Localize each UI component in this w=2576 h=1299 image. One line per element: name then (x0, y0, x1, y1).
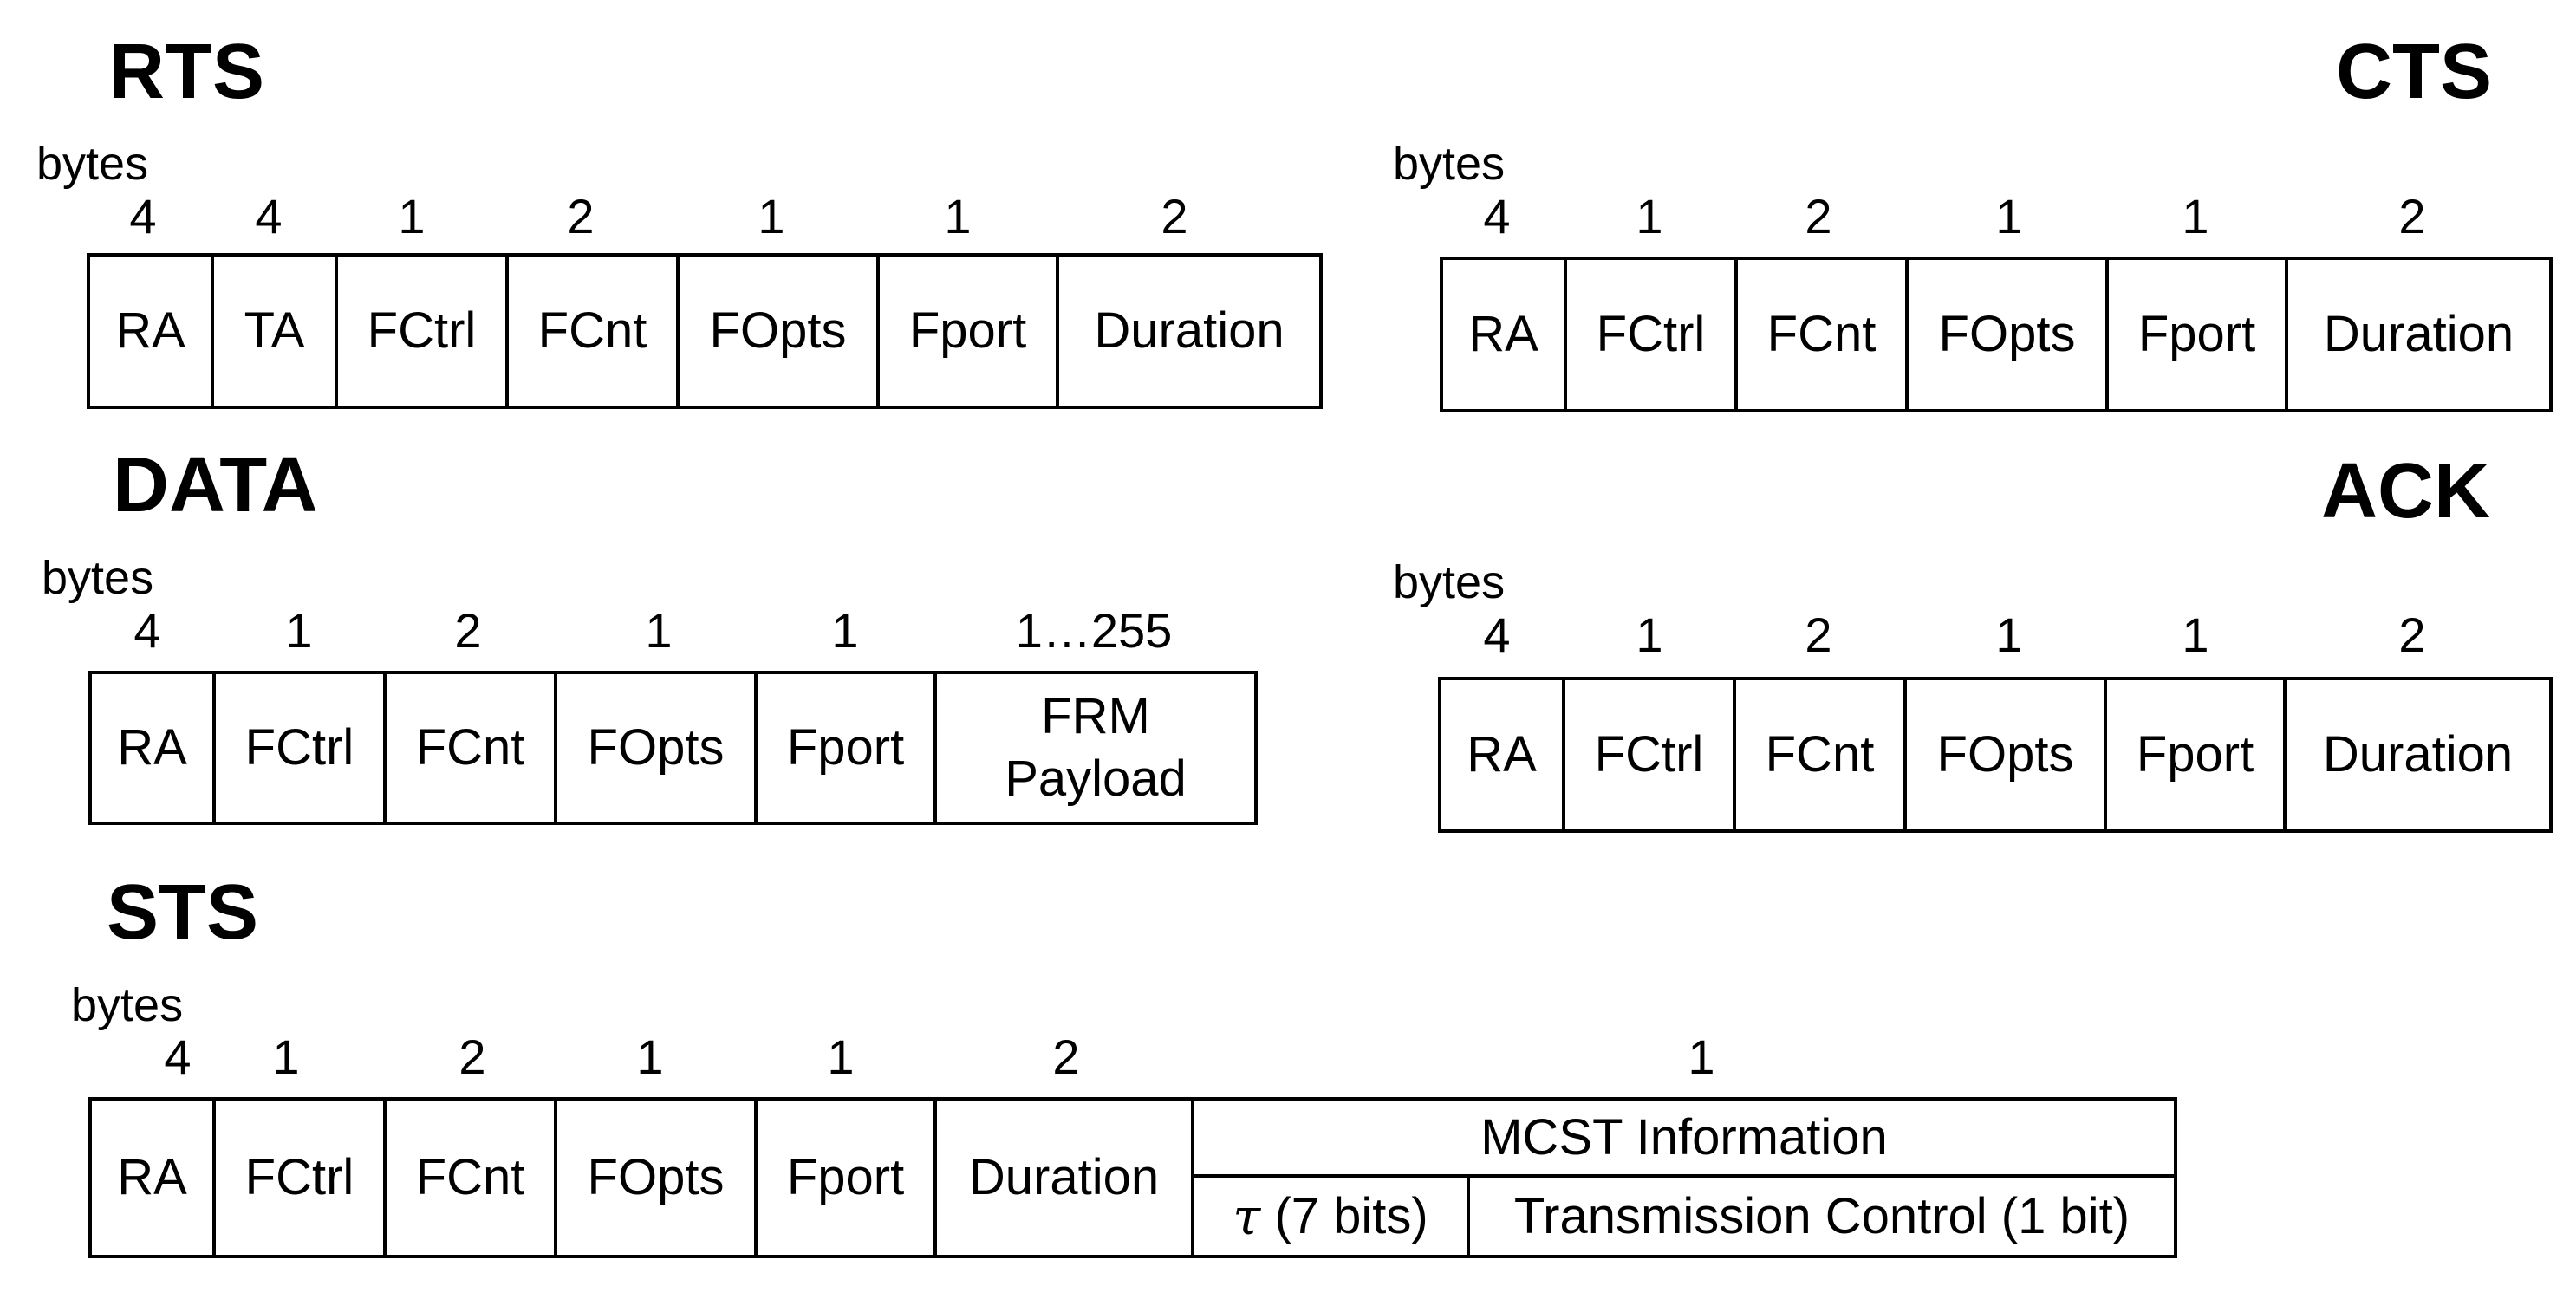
cts-size-fport: 1 (2182, 189, 2209, 244)
rts-field-fctrl: FCtrl (338, 257, 509, 406)
sts-mcst-subfields: τ (7 bits) Transmission Control (1 bit) (1194, 1178, 2174, 1255)
cts-title: CTS (2336, 29, 2492, 115)
ack-field-fctrl: FCtrl (1565, 680, 1736, 829)
cts-size-fcnt: 2 (1805, 189, 1832, 244)
rts-frame: RA TA FCtrl FCnt FOpts Fport Duration (87, 253, 1323, 409)
cts-field-fport: Fport (2109, 260, 2288, 409)
sts-field-duration: Duration (937, 1101, 1194, 1255)
rts-field-fport: Fport (880, 257, 1059, 406)
ack-size-fcnt: 2 (1805, 607, 1832, 662)
ack-frame: RA FCtrl FCnt FOpts Fport Duration (1438, 677, 2553, 833)
ack-title: ACK (2321, 448, 2490, 535)
sts-mcst-header: MCST Information (1194, 1101, 2174, 1178)
data-frame: RA FCtrl FCnt FOpts Fport FRM Payload (88, 671, 1258, 825)
rts-field-ra: RA (90, 257, 214, 406)
cts-field-fopts: FOpts (1909, 260, 2109, 409)
sts-size-ra: 4 (164, 1029, 192, 1084)
sts-field-fcnt: FCnt (387, 1101, 557, 1255)
rts-size-ra: 4 (129, 189, 157, 244)
rts-bytes-label: bytes (36, 138, 149, 190)
cts-field-duration: Duration (2323, 305, 2514, 362)
sts-size-fctrl: 1 (272, 1029, 300, 1084)
rts-size-fctrl: 1 (398, 189, 426, 244)
rts-field-duration: Duration (1094, 302, 1285, 359)
tau-bits-label: (7 bits) (1274, 1188, 1428, 1244)
tau-symbol: τ (1233, 1186, 1261, 1246)
rts-size-fport: 1 (944, 189, 972, 244)
rts-field-fcnt: FCnt (509, 257, 680, 406)
ack-size-fopts: 1 (1995, 607, 2023, 662)
ack-field-fopts: FOpts (1907, 680, 2107, 829)
data-field-fopts: FOpts (557, 674, 758, 822)
sts-mcst-transmission-control: Transmission Control (1 bit) (1513, 1188, 2130, 1244)
cts-size-fopts: 1 (1995, 189, 2023, 244)
cts-field-fctrl: FCtrl (1567, 260, 1738, 409)
sts-size-fopts: 1 (636, 1029, 664, 1084)
data-field-fcnt: FCnt (387, 674, 557, 822)
sts-field-fport: Fport (758, 1101, 937, 1255)
ack-size-duration: 2 (2398, 607, 2426, 662)
sts-mcst-tau-field: τ (7 bits) (1194, 1178, 1470, 1255)
ack-size-fctrl: 1 (1636, 607, 1663, 662)
ack-size-ra: 4 (1483, 607, 1511, 662)
sts-size-duration: 2 (1052, 1029, 1080, 1084)
data-size-fctrl: 1 (285, 603, 313, 658)
cts-bytes-label: bytes (1393, 138, 1506, 190)
data-field-ra: RA (92, 674, 216, 822)
data-bytes-label: bytes (42, 552, 154, 604)
ack-field-fport: Fport (2107, 680, 2287, 829)
cts-size-duration: 2 (2398, 189, 2426, 244)
rts-size-duration: 2 (1161, 189, 1188, 244)
sts-title: STS (107, 869, 259, 956)
data-field-frm-payload: FRM Payload (1005, 687, 1187, 808)
cts-field-fcnt: FCnt (1738, 260, 1909, 409)
cts-frame: RA FCtrl FCnt FOpts Fport Duration (1440, 257, 2553, 412)
cts-size-fctrl: 1 (1636, 189, 1663, 244)
ack-field-duration: Duration (2322, 725, 2514, 783)
ack-field-ra: RA (1441, 680, 1565, 829)
sts-field-fopts: FOpts (557, 1101, 758, 1255)
data-size-payload: 1…255 (1015, 603, 1173, 658)
ack-field-fcnt: FCnt (1736, 680, 1907, 829)
rts-size-fopts: 1 (758, 189, 785, 244)
sts-frame: RA FCtrl FCnt FOpts Fport Duration MCST … (88, 1097, 2177, 1258)
data-field-fport: Fport (758, 674, 937, 822)
data-size-fcnt: 2 (454, 603, 482, 658)
rts-title: RTS (108, 29, 264, 115)
sts-field-fctrl: FCtrl (216, 1101, 387, 1255)
ack-bytes-label: bytes (1393, 556, 1506, 608)
sts-bytes-label: bytes (71, 979, 184, 1031)
sts-field-ra: RA (92, 1101, 216, 1255)
data-size-ra: 4 (133, 603, 161, 658)
sts-size-fcnt: 2 (459, 1029, 486, 1084)
rts-field-fopts: FOpts (680, 257, 880, 406)
sts-size-fport: 1 (827, 1029, 855, 1084)
rts-field-ta: TA (214, 257, 338, 406)
sts-mcst-information: MCST Information τ (7 bits) Transmission… (1194, 1101, 2174, 1255)
data-size-fport: 1 (831, 603, 859, 658)
rts-size-fcnt: 2 (567, 189, 595, 244)
data-size-fopts: 1 (645, 603, 673, 658)
data-title: DATA (113, 442, 318, 529)
ack-size-fport: 1 (2182, 607, 2209, 662)
sts-size-mcst: 1 (1688, 1029, 1715, 1084)
rts-size-ta: 4 (255, 189, 283, 244)
cts-size-ra: 4 (1483, 189, 1511, 244)
cts-field-ra: RA (1443, 260, 1567, 409)
data-field-fctrl: FCtrl (216, 674, 387, 822)
